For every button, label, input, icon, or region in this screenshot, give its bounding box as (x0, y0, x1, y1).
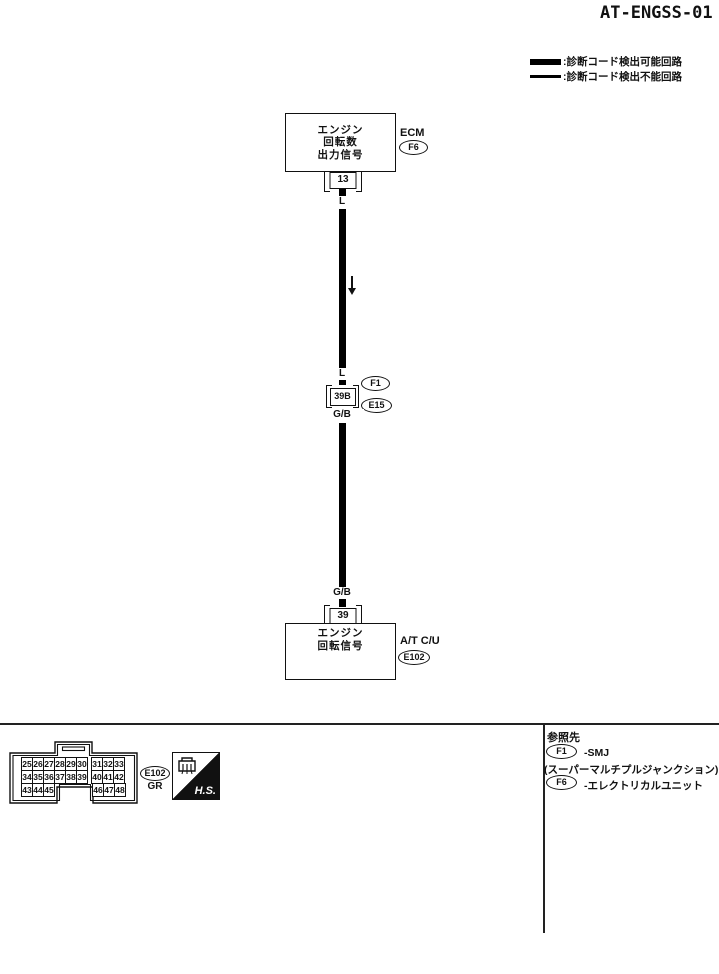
connector-housing-drawing (9, 741, 138, 804)
thick-wire-swatch (530, 58, 561, 65)
wire-color-label: L (322, 368, 362, 380)
junction-ref-oval-upper: F1 (361, 376, 390, 391)
connector-color-code: GR (147, 781, 163, 792)
legend-detectable: :診断コード検出可能回路 (530, 54, 682, 69)
atcu-unit-box: エンジン 回転信号 (285, 623, 396, 680)
ecm-pin-bracket: 13 (324, 172, 362, 192)
wire-segment (339, 380, 346, 385)
connector-glyph-icon (178, 757, 196, 775)
pin-row: 34 35 36 37 38 39 40 41 42 (21, 770, 125, 784)
legend-undetectable-label: :診断コード検出不能回路 (563, 71, 682, 83)
bracket-side (356, 172, 362, 192)
inline-connector-39b: 39B (326, 385, 359, 408)
flow-arrow-stem (351, 276, 353, 288)
bracket-side (356, 605, 362, 624)
pin-row: 25 26 27 28 29 30 31 32 33 (21, 757, 125, 771)
pin-cell: 42 (113, 770, 125, 784)
connector-view-ref-oval: E102 (140, 766, 170, 781)
ecm-signal-line: エンジン (317, 123, 364, 136)
ecm-connector-ref-oval: F6 (399, 140, 428, 155)
pin-cell: 48 (114, 783, 126, 797)
legend-detectable-label: :診断コード検出可能回路 (563, 56, 682, 68)
wire-color-label: L (322, 196, 362, 208)
ecm-pin-number: 13 (329, 172, 357, 189)
wire-color-label: G/B (320, 587, 364, 599)
harness-side-stamp: H.S. (172, 752, 220, 800)
ecm-unit-box: エンジン 回転数 出力信号 (285, 113, 396, 172)
atcu-pin-number: 39 (329, 608, 357, 624)
wire-segment (339, 189, 346, 197)
reference-f1-oval: F1 (546, 744, 577, 759)
pin-cell: 30 (76, 757, 88, 771)
pin-row: 43 44 45 46 47 48 (21, 783, 126, 797)
atcu-unit-name: A/T C/U (400, 635, 440, 647)
pin-cell: 39 (76, 770, 88, 784)
references-heading: 参照先 (547, 732, 580, 744)
page-title: AT-ENGSS-01 (600, 3, 713, 23)
atcu-signal-line: 回転信号 (317, 639, 364, 652)
flow-arrow-icon (348, 288, 356, 295)
junction-pin-number: 39B (329, 387, 356, 406)
pin-cell: 45 (43, 783, 55, 797)
atcu-pin-bracket: 39 (324, 605, 362, 624)
atcu-connector-ref-oval: E102 (398, 650, 430, 665)
footer-divider-line (0, 723, 719, 725)
reference-f1-text: -SMJ (584, 747, 610, 759)
pin-group-gap (55, 783, 92, 797)
wire-segment (339, 209, 346, 368)
atcu-signal-line: エンジン (317, 627, 364, 639)
hs-stamp-label: H.S. (194, 785, 216, 797)
footer-vertical-divider (543, 725, 545, 933)
wire-color-label: G/B (320, 409, 364, 421)
wire-segment (339, 599, 346, 607)
wire-segment (339, 423, 346, 587)
bracket-side (326, 385, 332, 408)
pin-cell: 33 (113, 757, 125, 771)
reference-f6-text: -エレクトリカルユニット (584, 780, 703, 792)
ecm-signal-line: 出力信号 (317, 148, 364, 161)
ecm-signal-line: 回転数 (323, 136, 358, 149)
connector-key-slot (61, 746, 86, 752)
junction-ref-oval-lower: E15 (361, 398, 392, 413)
reference-f6-oval: F6 (546, 775, 577, 790)
bracket-side (324, 172, 330, 192)
legend-undetectable: :診断コード検出不能回路 (530, 69, 682, 84)
reference-f1-note: (スーパーマルチプルジャンクション) (544, 764, 719, 776)
bracket-side (324, 605, 330, 624)
pin-cell: 37 (54, 770, 66, 784)
bracket-side (353, 385, 359, 408)
pin-cell: 47 (103, 783, 115, 797)
ecm-unit-name: ECM (400, 127, 425, 139)
thin-wire-swatch (530, 75, 561, 78)
